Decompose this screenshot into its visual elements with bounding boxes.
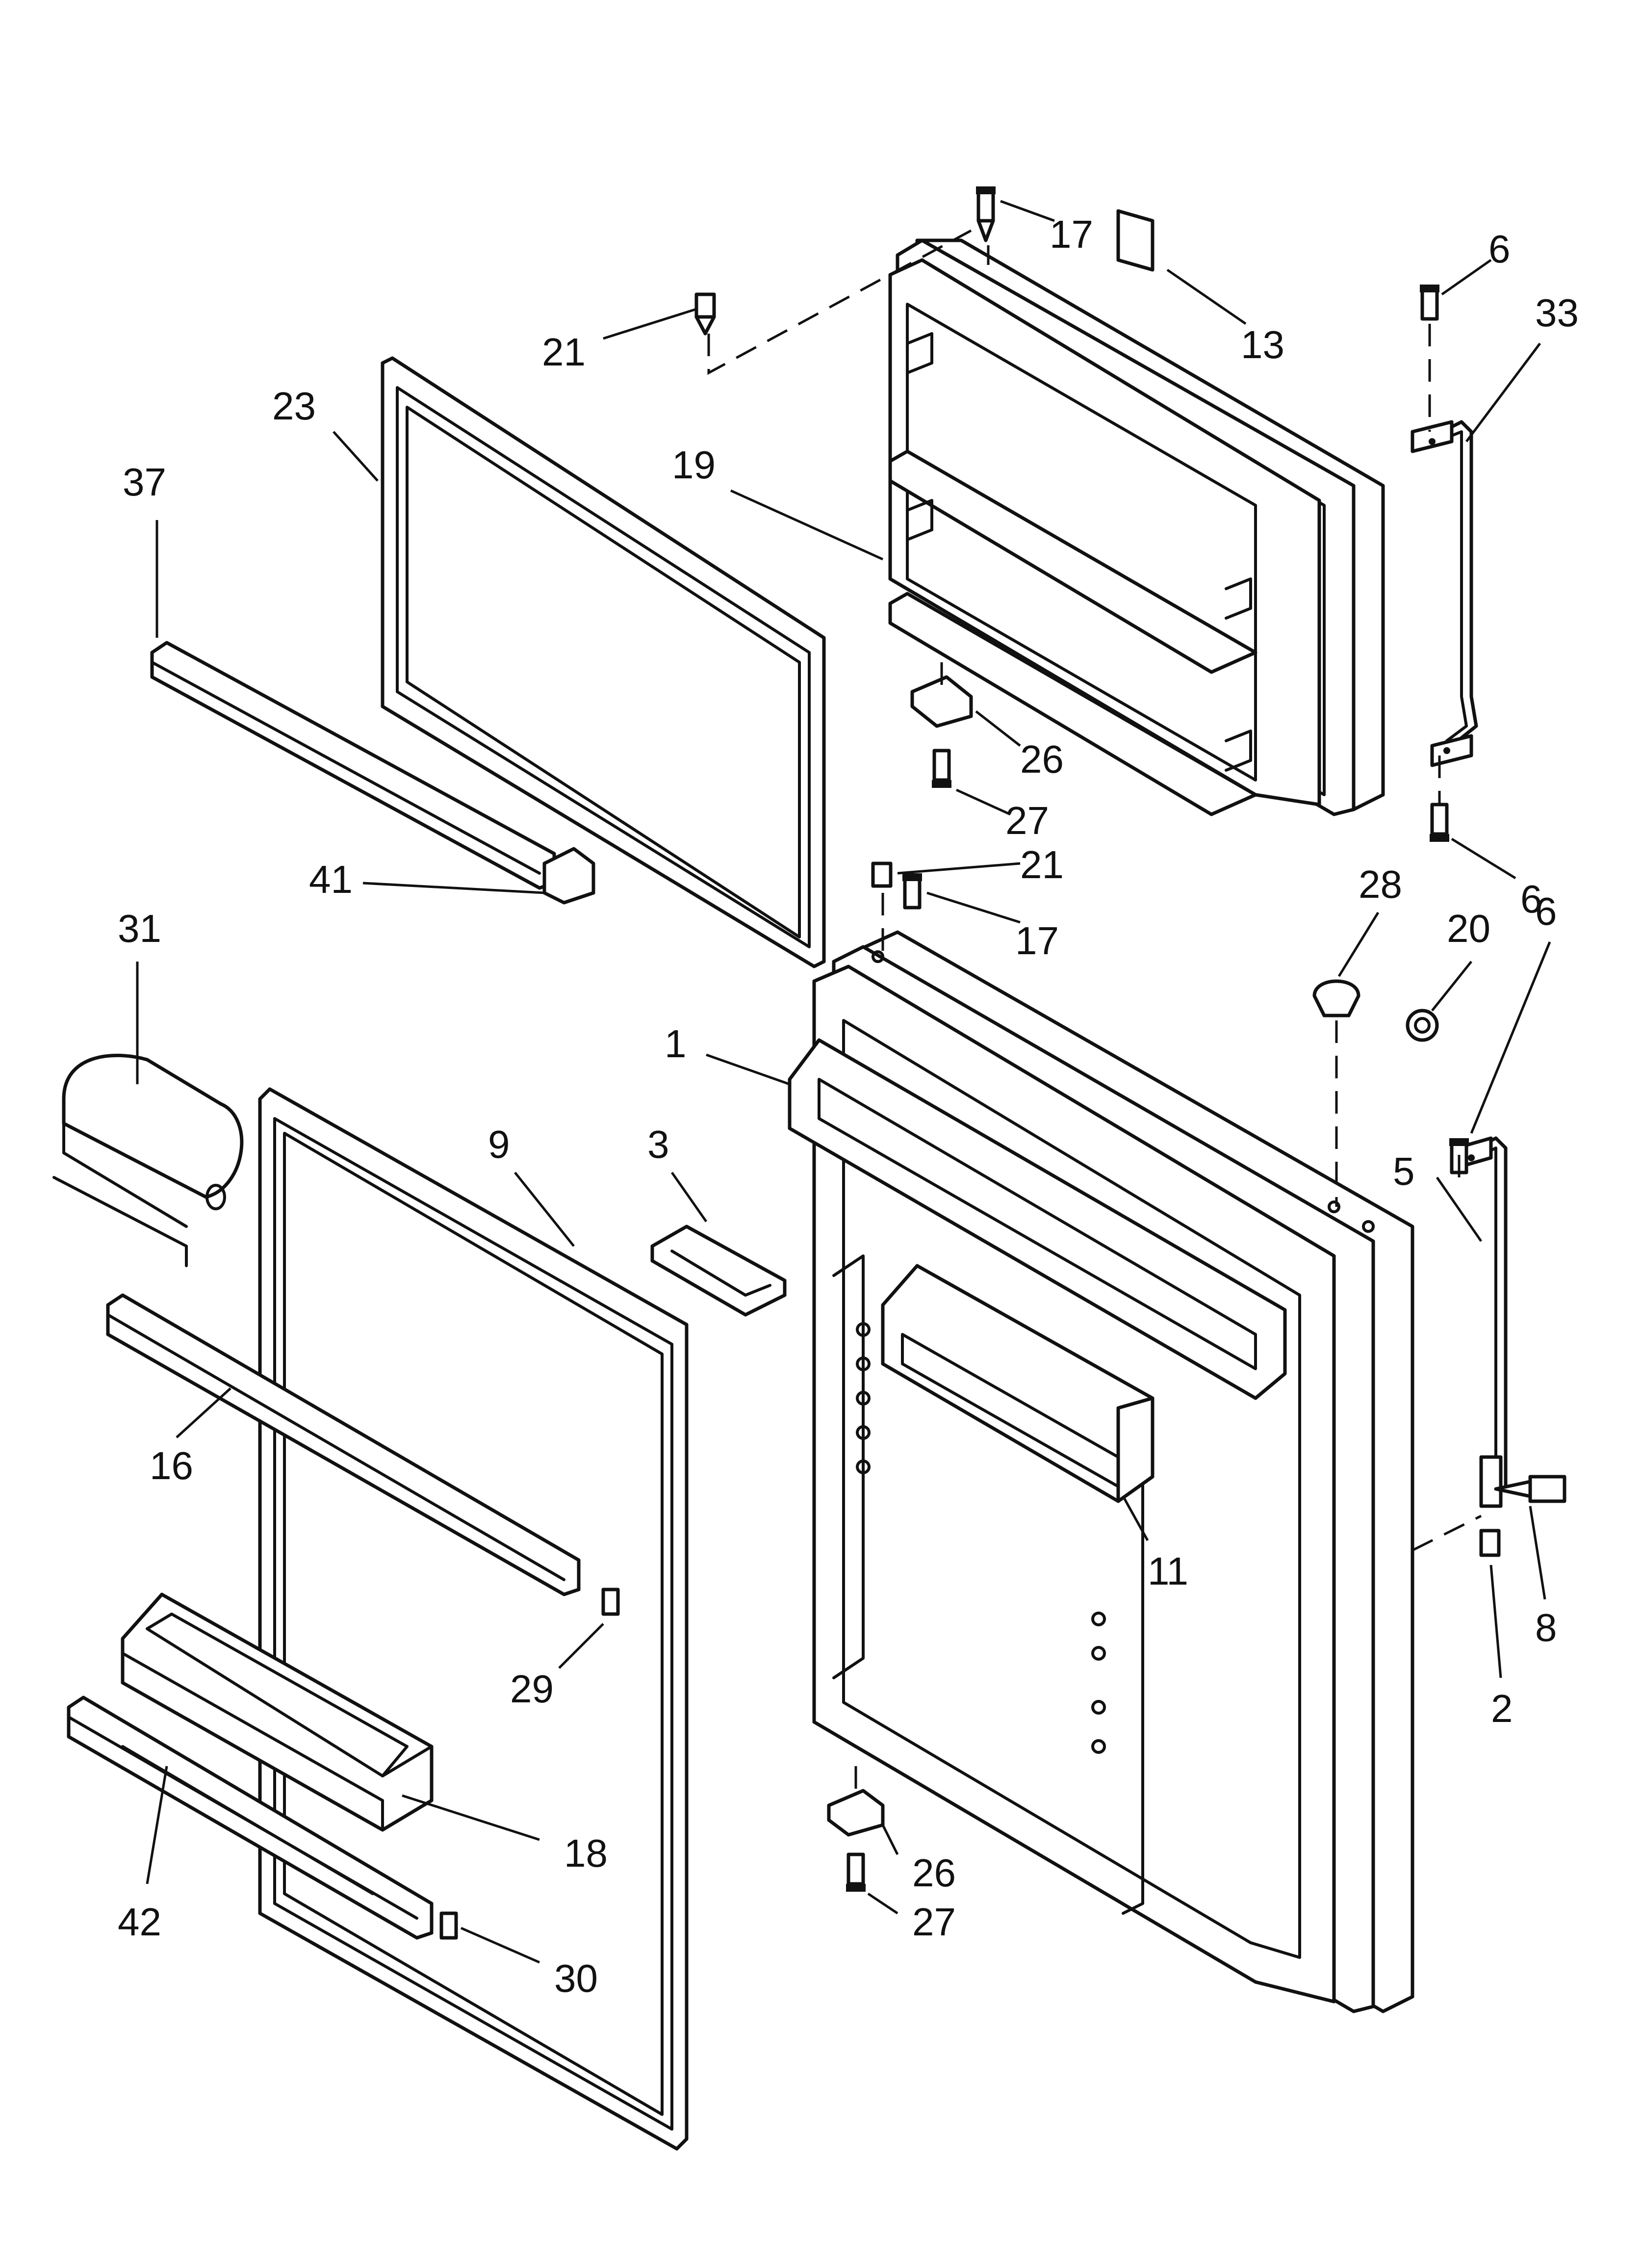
callout-30: 30 [554,1956,598,2000]
screw-27-upper [932,749,951,788]
callout-26-lower: 26 [912,1851,956,1895]
pin-21-upper [694,292,716,336]
door-bin-18 [121,1592,434,1832]
callout-33: 33 [1535,291,1579,335]
shelf-bar-16 [106,1293,581,1596]
screw-17-upper [976,186,996,242]
callout-11: 11 [1148,1549,1188,1593]
callout-5: 5 [1393,1149,1415,1193]
screw-17-lower [902,873,922,910]
callout-6-top: 6 [1488,227,1511,271]
hinge-plate-26-upper [910,675,973,728]
hinge-cover-20 [1406,1009,1439,1042]
callout-28: 28 [1359,862,1402,906]
callout-19: 19 [672,443,716,487]
callout-27-upper: 27 [1005,799,1049,842]
callout-42: 42 [118,1900,161,1944]
lower-hinge-5 [1455,1136,1508,1508]
hinge-plate-26-lower [827,1789,885,1837]
screw-8 [1494,1475,1566,1503]
freezer-door-gasket [381,356,826,968]
callout-6-middle: 6 [1520,877,1542,921]
upper-hinge-33 [1411,420,1478,767]
tray-3 [650,1225,787,1317]
shelf-bar-42 [67,1695,434,1940]
label-13 [1116,209,1155,272]
callout-23: 23 [272,384,316,428]
callout-17-top: 17 [1050,212,1093,256]
callout-3: 3 [647,1122,669,1166]
callout-18: 18 [564,1831,608,1875]
callout-27-lower: 27 [912,1900,956,1944]
callout-16: 16 [150,1444,193,1487]
plug-28 [1312,979,1360,1017]
screw-6-middle [1430,803,1449,842]
callout-labels: 17 13 6 33 21 23 19 37 26 27 6 21 17 41 … [118,212,1579,2000]
callout-2: 2 [1491,1687,1513,1730]
callout-9: 9 [488,1122,510,1166]
callout-1: 1 [665,1022,687,1066]
callout-17-lower: 17 [1015,919,1059,963]
callout-21-lower: 21 [1020,843,1064,886]
clip-30 [439,1911,458,1940]
leader-lines [136,200,1551,1964]
callout-13: 13 [1241,323,1284,366]
pin-21-lower [871,861,893,888]
screw-27-lower [846,1852,866,1892]
assembly-lines [707,229,1482,1796]
callout-41: 41 [309,858,353,901]
freezer-door [888,238,1385,816]
fresh-food-door [788,930,1414,2013]
callout-20: 20 [1447,907,1490,950]
screw-6-upper [1420,285,1439,321]
callout-21-top: 21 [542,330,586,374]
callout-37: 37 [123,460,166,504]
dairy-door-31 [52,1053,244,1267]
clip-29 [601,1588,620,1616]
callout-6-lower: 6 [1535,889,1557,933]
callout-8: 8 [1535,1606,1557,1649]
callout-29: 29 [510,1667,554,1711]
door-dimples [856,1322,1106,1754]
callout-31: 31 [118,907,161,950]
callout-26-upper: 26 [1020,737,1064,781]
fresh-food-door-gasket [258,1087,689,2151]
bushing-2 [1479,1529,1501,1557]
